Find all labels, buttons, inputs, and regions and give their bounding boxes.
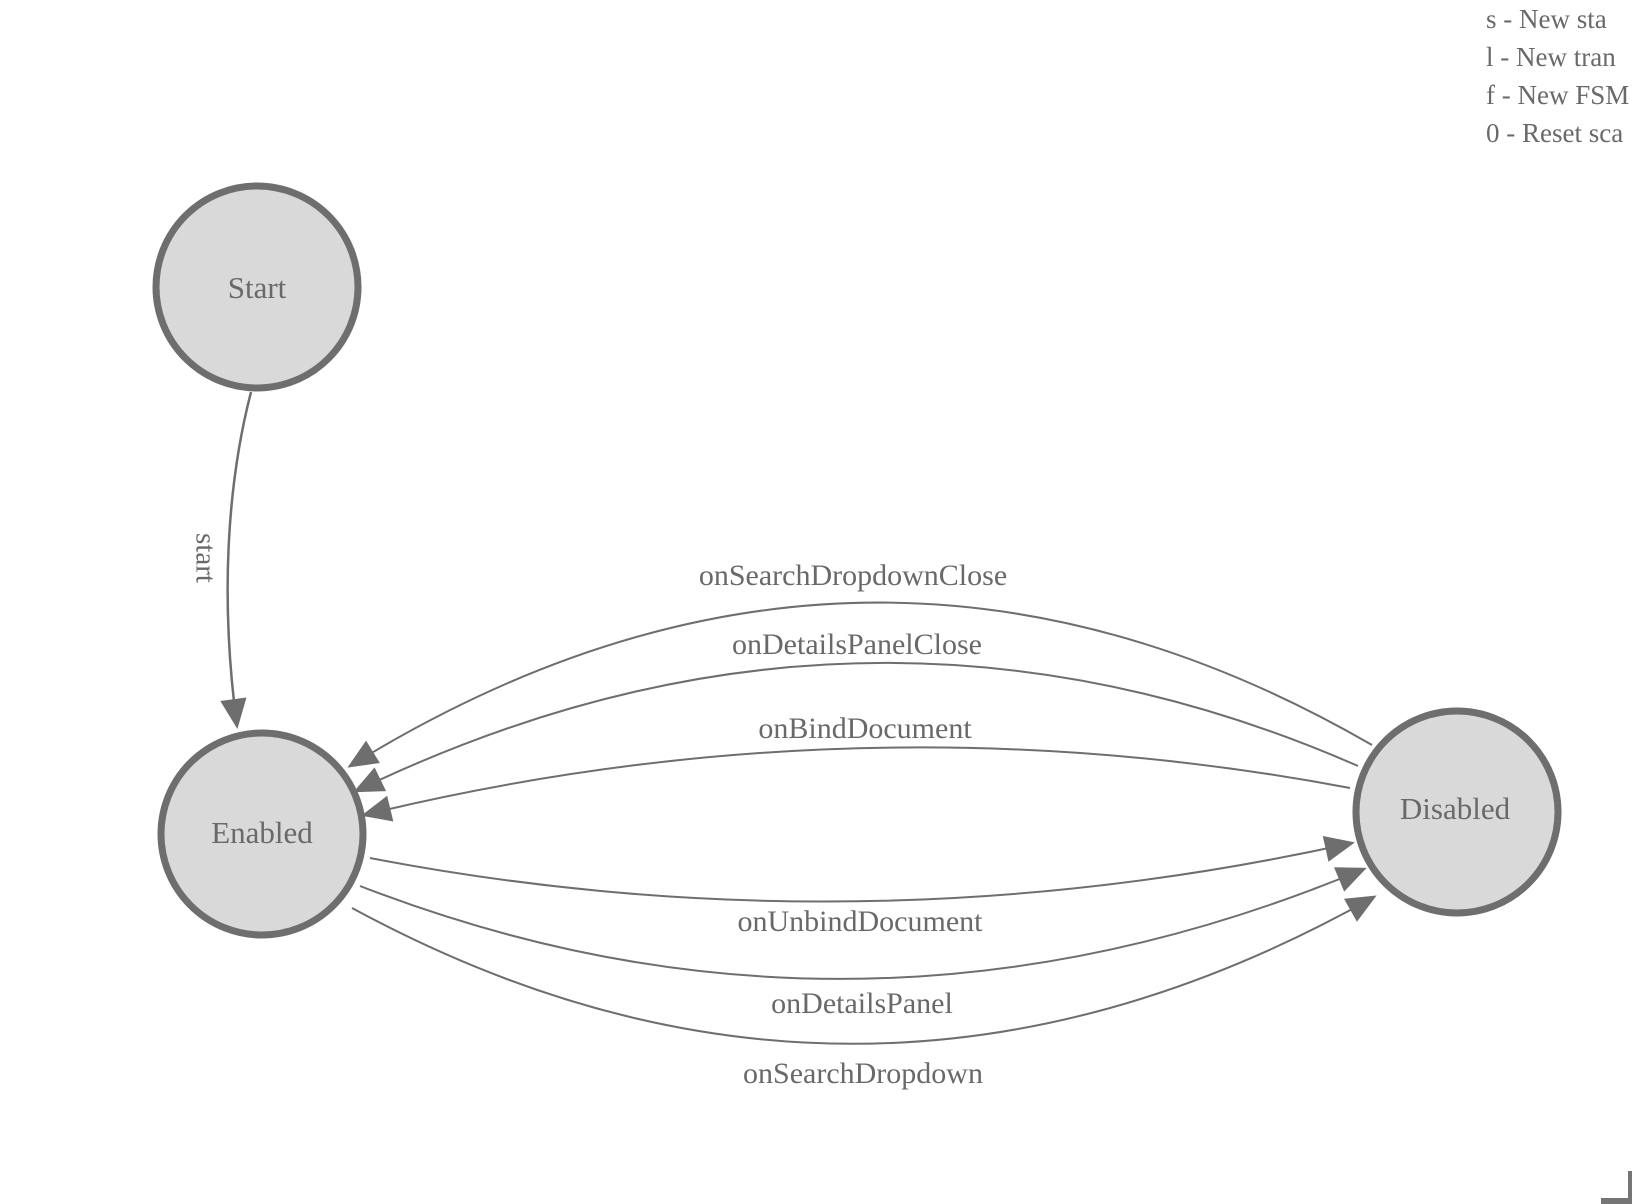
viewport-frame-corner	[1601, 1171, 1632, 1204]
transition-label-ondetailspanelclose: onDetailsPanelClose	[732, 628, 982, 661]
transition-label-onsearchdropdown: onSearchDropdown	[743, 1057, 983, 1090]
transition-edge-ondetailspanel[interactable]	[359, 867, 1367, 980]
legend-line-new-fsm: f - New FSM	[1486, 80, 1630, 110]
transition-edge-onsearchdropdown[interactable]	[351, 895, 1377, 1045]
transition-edge-onbinddocument[interactable]	[361, 746, 1351, 822]
transition-label-onsearchdropdownclose: onSearchDropdownClose	[698, 559, 1008, 592]
legend-line-new-transition: l - New tran	[1486, 42, 1616, 72]
transition-label-ondetailspanel: onDetailsPanel	[771, 987, 953, 1020]
viewport-frame-corner-vertical	[1628, 1171, 1632, 1204]
state-label-disabled: Disabled	[1399, 791, 1511, 826]
state-node-disabled[interactable]	[1352, 707, 1562, 917]
transition-label-onbinddocument: onBindDocument	[758, 712, 972, 745]
transition-edge-onunbinddocument[interactable]	[369, 835, 1355, 903]
state-label-enabled: Enabled	[211, 815, 313, 850]
viewport-frame-corner-horizontal	[1601, 1198, 1632, 1204]
state-node-enabled[interactable]	[157, 729, 367, 939]
transition-edge-start[interactable]	[220, 391, 253, 729]
transition-label-start: start	[189, 533, 222, 583]
transition-edge-ondetailspanelclose[interactable]	[353, 661, 1359, 793]
legend-line-new-state: s - New sta	[1486, 4, 1607, 34]
state-label-start: Start	[227, 270, 287, 305]
transition-edge-onsearchdropdownclose[interactable]	[347, 601, 1373, 768]
shortcuts-legend: s - New sta l - New tran f - New FSM 0 -…	[1486, 0, 1629, 152]
transition-label-onunbinddocument: onUnbindDocument	[737, 905, 983, 938]
state-node-start[interactable]	[152, 182, 362, 392]
legend-line-reset-scale: 0 - Reset sca	[1486, 118, 1624, 148]
